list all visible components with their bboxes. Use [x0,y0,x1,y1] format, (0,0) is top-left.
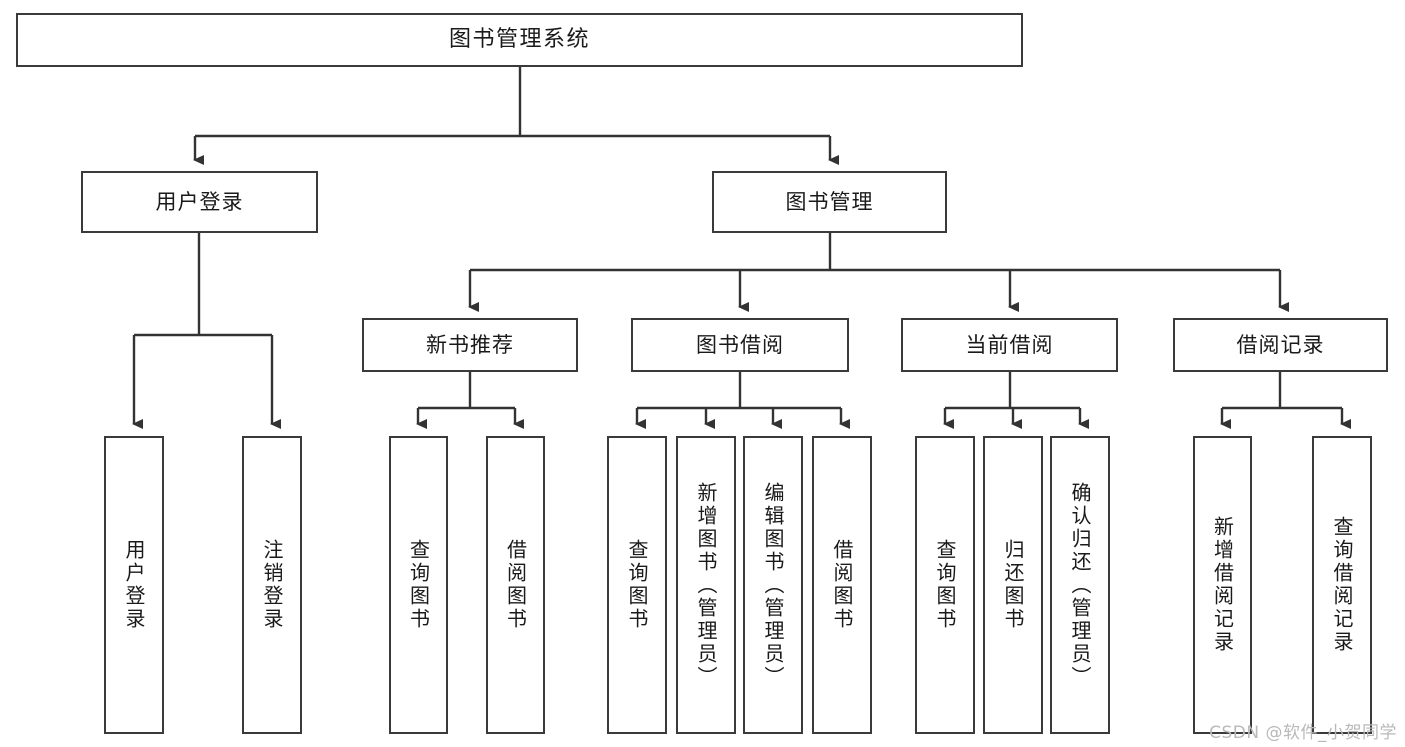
node-current-borrow-label: 当前借阅 [965,332,1054,357]
leaf-recommend-query-book[interactable]: 查询图书 [389,436,448,734]
node-current-borrow[interactable]: 当前借阅 [901,318,1118,372]
node-book-borrow[interactable]: 图书借阅 [631,318,849,372]
node-user-login[interactable]: 用户登录 [81,171,318,233]
node-root[interactable]: 图书管理系统 [16,13,1023,67]
leaf-borrow-query-book[interactable]: 查询图书 [607,436,667,734]
leaf-recommend-borrow-book[interactable]: 借阅图书 [486,436,545,734]
leaf-current-confirm-return-label: 确认归还（管理员） [1068,481,1092,689]
node-borrow-record[interactable]: 借阅记录 [1173,318,1388,372]
leaf-recommend-query-book-label: 查询图书 [406,539,431,631]
leaf-borrow-add-book-label: 新增图书（管理员） [694,481,718,689]
leaf-record-add-record-label: 新增借阅记录 [1210,516,1235,654]
node-book-borrow-label: 图书借阅 [696,332,784,357]
leaf-current-query-book[interactable]: 查询图书 [915,436,975,734]
leaf-borrow-add-book[interactable]: 新增图书（管理员） [676,436,736,734]
leaf-current-confirm-return[interactable]: 确认归还（管理员） [1050,436,1110,734]
leaf-user-login-signout-label: 注销登录 [260,539,284,631]
node-borrow-record-label: 借阅记录 [1236,332,1325,357]
node-book-management-label: 图书管理 [785,189,874,214]
node-user-login-label: 用户登录 [155,189,244,214]
leaf-recommend-borrow-book-label: 借阅图书 [503,539,528,631]
watermark: CSDN @软件_小贺同学 [1209,723,1397,743]
leaf-current-query-book-label: 查询图书 [933,539,957,631]
leaf-current-return-book[interactable]: 归还图书 [983,436,1043,734]
node-new-book-recommend[interactable]: 新书推荐 [362,318,578,372]
leaf-borrow-edit-book[interactable]: 编辑图书（管理员） [743,436,803,734]
node-book-management[interactable]: 图书管理 [712,171,947,233]
leaf-borrow-edit-book-label: 编辑图书（管理员） [761,481,785,689]
leaf-borrow-borrow-book[interactable]: 借阅图书 [812,436,872,734]
leaf-current-return-book-label: 归还图书 [1001,539,1025,631]
leaf-record-query-record[interactable]: 查询借阅记录 [1312,436,1372,734]
leaf-user-login-signin[interactable]: 用户登录 [104,436,164,734]
leaf-user-login-signin-label: 用户登录 [122,539,146,631]
leaf-record-add-record[interactable]: 新增借阅记录 [1193,436,1252,734]
leaf-borrow-query-book-label: 查询图书 [625,539,649,631]
leaf-record-query-record-label: 查询借阅记录 [1330,516,1354,654]
leaf-borrow-borrow-book-label: 借阅图书 [830,539,854,631]
node-root-label: 图书管理系统 [448,27,590,53]
node-new-book-recommend-label: 新书推荐 [426,332,514,357]
leaf-user-login-signout[interactable]: 注销登录 [242,436,302,734]
